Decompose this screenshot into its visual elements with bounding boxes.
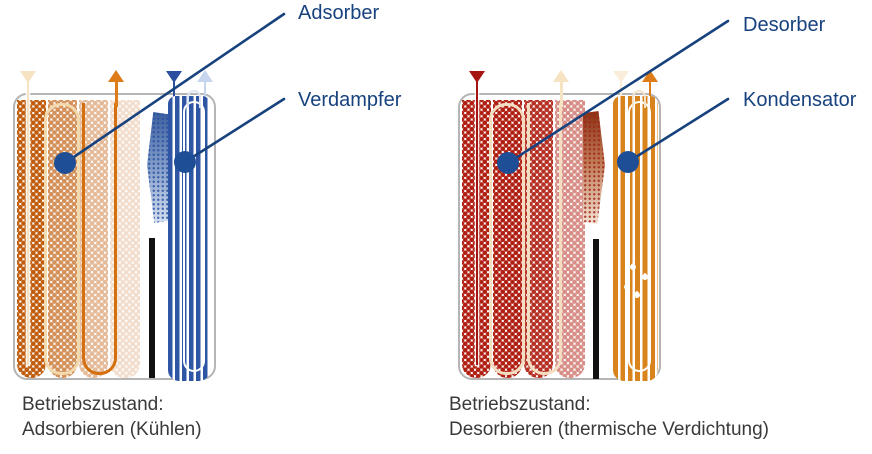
separator-bar [149,238,155,378]
caption-line2: Desorbieren (thermische Verdichtung) [449,419,769,440]
cooling-out-stem [648,81,652,97]
caption-line1: Betriebszustand: [449,394,591,415]
chilled-water-out-stem [203,81,207,97]
desorber-tube-loop [489,103,525,375]
cooling-in-stem [619,81,623,97]
warm-outlet-arrow-up-icon [108,70,124,82]
adsorber-sorbent-finger [17,100,46,378]
evaporator-tube-arch [187,90,201,108]
caption-line2: Adsorbieren (Kühlen) [22,419,202,440]
hot-inlet-arrow-down-icon [469,71,485,83]
outlet-tube-line [114,81,118,107]
caption-line1: Betriebszustand: [22,394,164,415]
evaporator-tube-loop [183,101,205,372]
warm-outlet-tube-line [559,81,563,107]
condenser-tube-loop [628,101,651,372]
adsorber-tube-u [82,103,117,375]
inlet-tube-line [26,81,30,365]
label-verdampfer: Verdampfer [298,89,402,111]
label-desorber: Desorber [743,14,826,36]
operating-state-caption-left: Betriebszustand: Adsorbieren (Kühlen) [22,392,202,442]
condenser-tube-arch [632,90,646,108]
cool-inlet-arrow-down-icon [20,71,36,83]
separator-bar [593,239,599,379]
label-kondensator: Kondensator [743,89,857,111]
label-adsorber: Adsorber [298,2,380,24]
warm-return-arrow-up-icon [553,70,569,82]
operating-state-caption-right: Betriebszustand: Desorbieren (thermische… [449,392,769,442]
adsorber-tube-loop [44,103,80,375]
desorber-tube-u [527,103,562,375]
hot-inlet-tube-line [475,81,479,365]
chilled-water-in-stem [172,81,176,97]
